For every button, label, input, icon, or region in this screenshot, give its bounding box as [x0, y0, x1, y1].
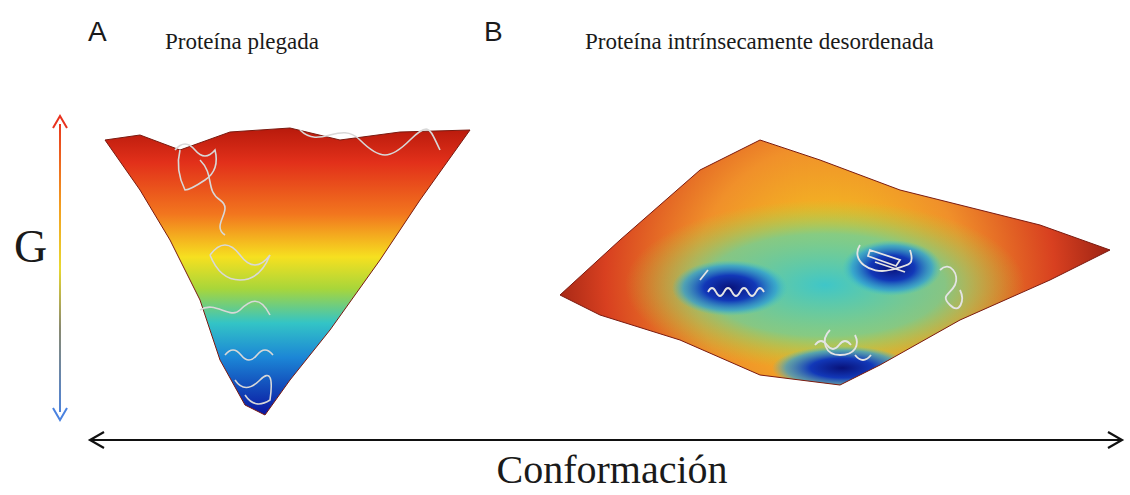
panel-title: Proteína intrínsecamente desordenada: [585, 30, 934, 53]
panel-letter: A: [88, 18, 107, 46]
panel-letter: B: [484, 18, 503, 46]
panel-title: Proteína plegada: [165, 30, 319, 53]
axis-label: Conformación: [496, 450, 727, 490]
axis-label: G: [14, 224, 47, 270]
